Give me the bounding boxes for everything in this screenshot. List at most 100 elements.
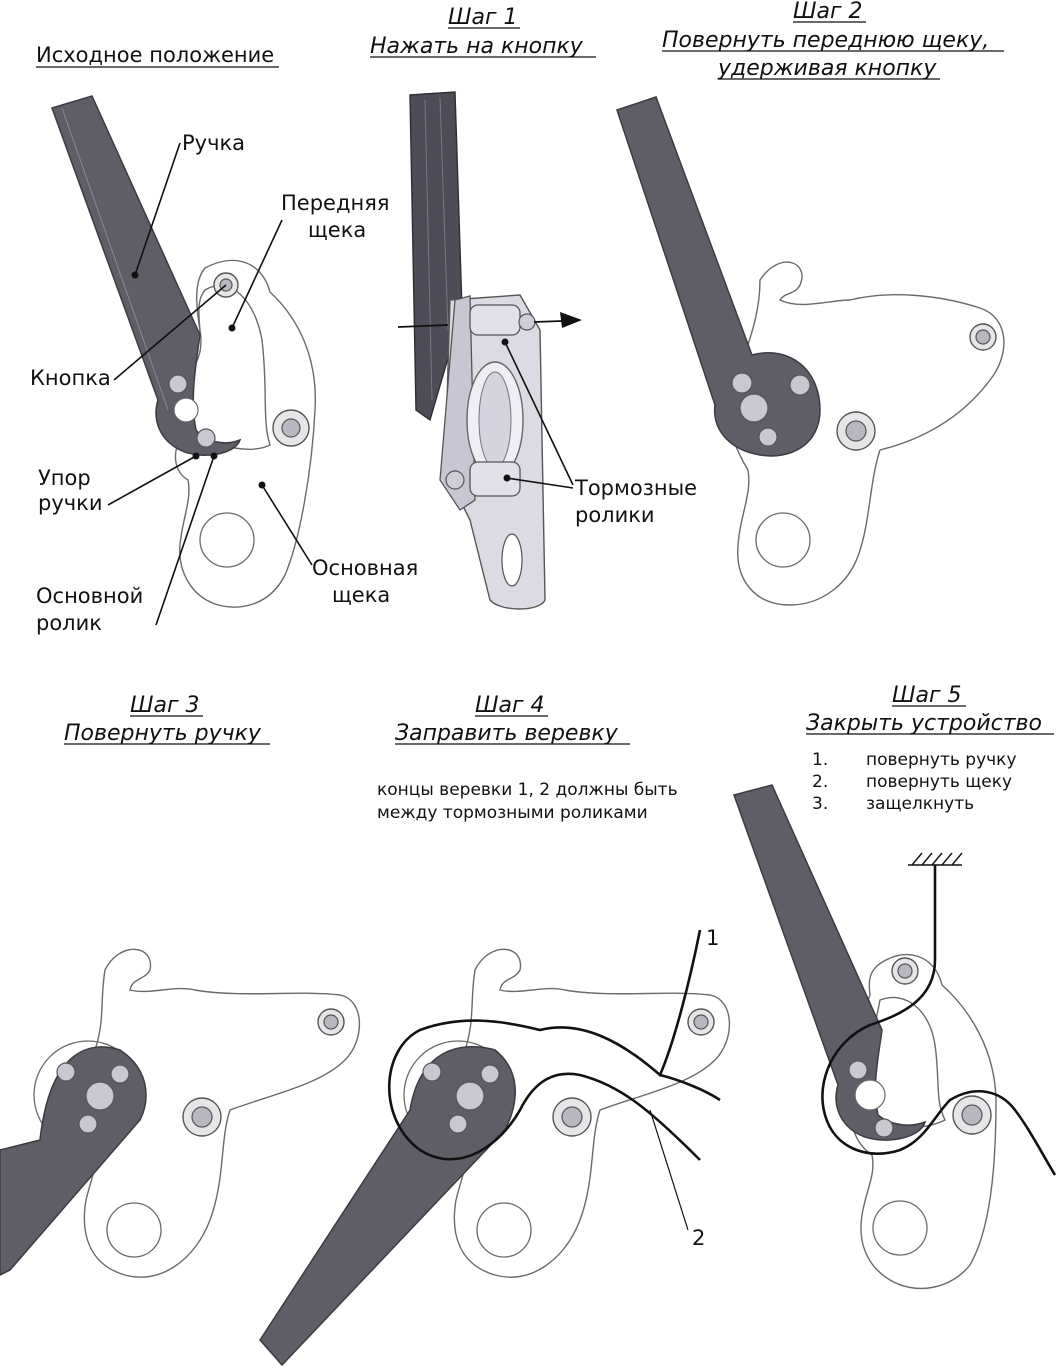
panel-step1: Шаг 1 Нажать на кнопку Тормозные ролики	[370, 5, 697, 610]
step4-bolt-1	[422, 1062, 442, 1082]
step3-bolt-3	[78, 1114, 98, 1134]
panel-step3: Шаг 3 Повернуть ручку	[0, 693, 361, 1278]
step2-top-roller-hub	[975, 329, 991, 345]
leader-front-cheek	[231, 219, 283, 329]
main-cheek-hole	[199, 512, 255, 568]
step5-item-1-num: 1.	[812, 750, 828, 770]
step1-upper-roller	[469, 304, 521, 336]
step5-item-3-text: защелкнуть	[866, 794, 974, 814]
handle-bolt	[168, 374, 188, 394]
step4-bolt-3	[448, 1114, 468, 1134]
step4-rope	[388, 929, 702, 1161]
step1-handle-edge-2	[439, 97, 449, 331]
step5-item-3-num: 3.	[812, 794, 828, 814]
step1-cheek-hole	[501, 533, 523, 587]
handle-pivot	[173, 397, 199, 423]
step1-push-arrow-left	[397, 324, 449, 328]
step4-note-2: между тормозными роликами	[377, 803, 648, 823]
handle-stop-bolt	[196, 428, 216, 448]
leader-handle	[134, 142, 181, 276]
label-brake-rollers-1: Тормозные	[574, 476, 697, 500]
step4-leader-2	[649, 1109, 689, 1231]
leader-brake-upper-dot	[501, 338, 509, 346]
step5-item-2-num: 2.	[812, 772, 828, 792]
handle-initial-edge	[61, 107, 169, 411]
step5-handle	[733, 784, 927, 1141]
step3-cheek-hole	[106, 1202, 162, 1258]
step1-push-arrow-right	[533, 320, 563, 323]
step4-bolt-2	[480, 1064, 500, 1084]
leader-handle-stop-dot	[192, 452, 200, 460]
step4-top-roller-hub	[693, 1014, 709, 1030]
step2-bolt-center	[739, 393, 769, 423]
leader-main-cheek	[261, 484, 313, 566]
leader-front-cheek-dot	[228, 324, 236, 332]
step1-arrowhead	[560, 312, 582, 328]
initial-title: Исходное положение	[36, 43, 274, 67]
leader-button	[113, 284, 227, 381]
step5-handle-pivot	[854, 1079, 886, 1111]
step2-title-2: Повернуть переднюю щеку,	[662, 28, 989, 53]
step4-bolt-center	[455, 1081, 485, 1111]
step2-bolt-2	[789, 374, 811, 396]
step1-lower-bolt	[445, 470, 465, 490]
leader-handle-dot	[131, 271, 139, 279]
step1-main-roller-inner	[478, 371, 512, 469]
leader-brake-lower-dot	[503, 474, 511, 482]
panel-initial: Исходное положение Ручка Передняя щека К…	[30, 43, 418, 635]
step4-note-1: концы веревки 1, 2 должны быть	[377, 780, 678, 800]
step5-bolt-2	[874, 1118, 894, 1138]
step3-title-2: Повернуть ручку	[64, 721, 262, 746]
step5-item-2-text: повернуть щеку	[866, 772, 1012, 792]
step1-title-1: Шаг 1	[448, 5, 518, 30]
leader-handle-stop	[107, 455, 197, 506]
step2-title-1: Шаг 2	[793, 0, 863, 24]
label-handle: Ручка	[182, 131, 245, 155]
step5-cheek-hole	[872, 1200, 928, 1256]
step3-top-roller-hub	[323, 1014, 339, 1030]
step2-cheek-hole	[755, 512, 811, 568]
leader-main-roller	[155, 455, 215, 626]
leader-main-roller-dot	[210, 452, 218, 460]
label-main-cheek-1: Основная	[312, 556, 418, 580]
leader-brake-lower	[506, 477, 574, 489]
step1-front-cheek	[439, 295, 476, 511]
step2-bolt-1	[731, 372, 753, 394]
label-front-cheek-1: Передняя	[281, 191, 389, 215]
step5-title-2: Закрыть устройство	[806, 711, 1042, 736]
step5-rope	[821, 865, 1057, 1176]
step3-bolt-1	[56, 1062, 76, 1082]
step5-main-roller-hub	[961, 1104, 983, 1126]
step1-lower-roller	[469, 461, 521, 497]
step3-bolt-2	[110, 1064, 130, 1084]
step5-item-1-text: повернуть ручку	[866, 750, 1017, 770]
step4-main-roller-hub	[561, 1106, 583, 1128]
panel-step4: Шаг 4 Заправить веревку концы веревки 1,…	[259, 693, 731, 1367]
step5-title-1: Шаг 5	[892, 683, 962, 708]
step3-main-roller-hub	[191, 1106, 213, 1128]
step1-title-2: Нажать на кнопку	[370, 34, 584, 59]
step2-main-roller-hub	[845, 420, 867, 442]
step4-rope-label-2: 2	[692, 1226, 705, 1250]
step5-top-roller-hub	[897, 963, 913, 979]
label-main-cheek-2: щека	[332, 583, 390, 607]
step1-button	[518, 313, 536, 331]
step4-rope-label-1: 1	[706, 926, 719, 950]
label-button: Кнопка	[30, 366, 111, 390]
step2-handle	[616, 96, 821, 457]
panel-step5: Шаг 5 Закрыть устройство 1. повернуть ру…	[733, 683, 1057, 1290]
step5-anchor-hatch	[911, 852, 963, 866]
leader-main-cheek-dot	[258, 481, 266, 489]
step4-cheek-hole	[476, 1202, 532, 1258]
step5-bolt-1	[848, 1060, 868, 1080]
label-handle-stop-2: ручки	[38, 491, 103, 515]
step4-title-1: Шаг 4	[475, 693, 545, 718]
label-handle-stop-1: Упор	[38, 466, 91, 490]
step3-bolt-center	[85, 1081, 115, 1111]
label-main-roller-2: ролик	[36, 611, 102, 635]
handle-initial	[51, 95, 242, 456]
step1-handle-edge-1	[424, 99, 433, 401]
step4-title-2: Заправить веревку	[395, 721, 619, 746]
label-front-cheek-2: щека	[308, 218, 366, 242]
